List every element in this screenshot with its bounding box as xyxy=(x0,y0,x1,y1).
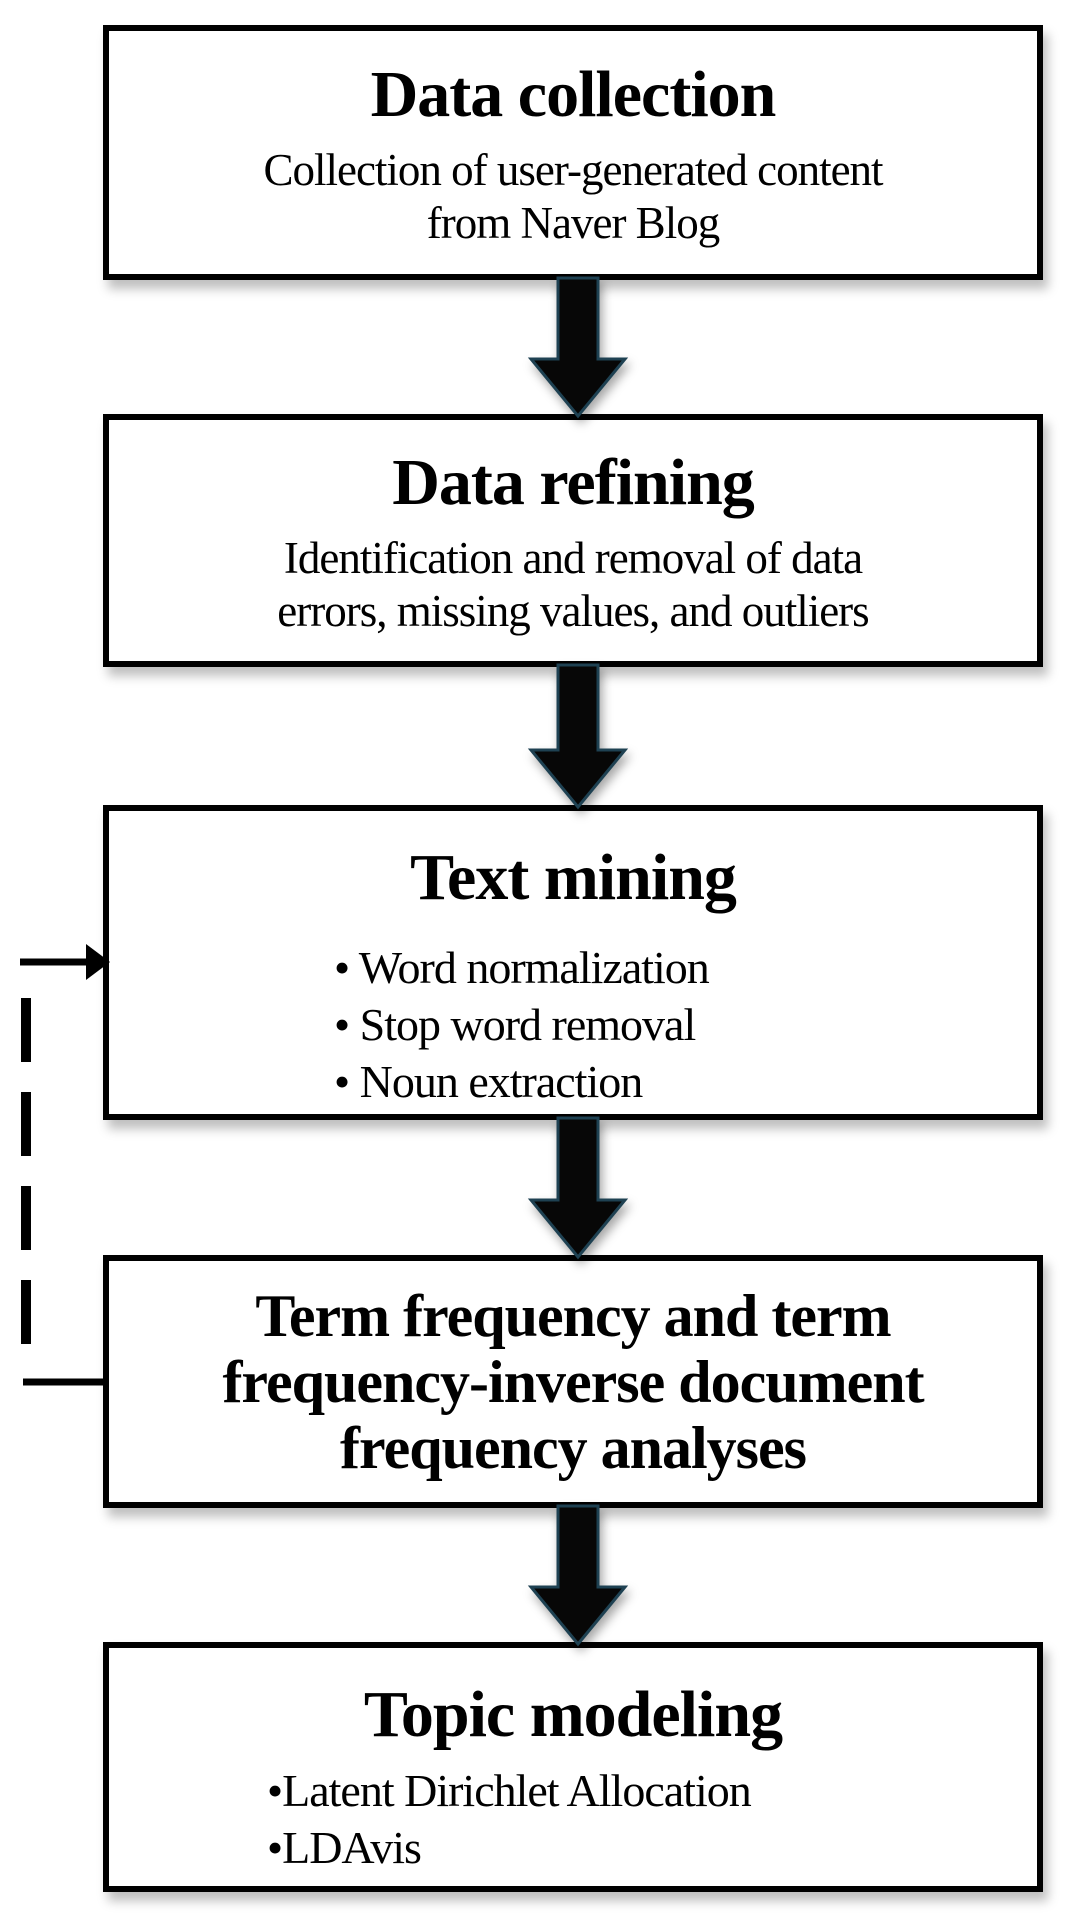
step-topic-modeling-title: Topic modeling xyxy=(363,1678,783,1751)
topic-modeling-bullet-list: •Latent Dirichlet Allocation •LDAvis xyxy=(267,1762,752,1876)
text-mining-bullet-list: • Word normalization • Stop word removal… xyxy=(334,939,710,1110)
down-arrow-connector-1 xyxy=(527,276,629,419)
feedback-loop xyxy=(20,944,110,1386)
step-data-refining-line-1: Identification and removal of data xyxy=(283,532,863,583)
step-box-data-collection: Data collection Collection of user-gener… xyxy=(103,25,1043,280)
text-mining-bullet-3: • Noun extraction xyxy=(334,1056,643,1107)
text-mining-bullet-2: • Stop word removal xyxy=(334,999,696,1050)
topic-modeling-bullet-1: •Latent Dirichlet Allocation xyxy=(267,1765,752,1816)
step-box-topic-modeling: Topic modeling •Latent Dirichlet Allocat… xyxy=(103,1642,1043,1892)
step-data-collection-title: Data collection xyxy=(370,57,777,131)
tf-idf-line-2: frequency-inverse document xyxy=(222,1348,924,1415)
step-data-refining-title: Data refining xyxy=(392,445,755,519)
step-box-text-mining: Text mining • Word normalization • Stop … xyxy=(103,805,1043,1120)
step-data-collection-line-2: from Naver Blog xyxy=(426,197,720,248)
down-arrow-connector-3 xyxy=(527,1116,629,1260)
tf-idf-line-3: frequency analyses xyxy=(340,1414,807,1481)
text-mining-bullet-1: • Word normalization xyxy=(334,942,710,993)
step-box-data-refining: Data refining Identification and removal… xyxy=(103,414,1043,667)
down-arrow-connector-4 xyxy=(527,1504,629,1647)
step-data-refining-line-2: errors, missing values, and outliers xyxy=(277,585,869,636)
step-text-mining-title: Text mining xyxy=(410,841,737,914)
step-data-collection-line-1: Collection of user-generated content xyxy=(263,144,883,195)
tf-idf-line-1: Term frequency and term xyxy=(255,1282,891,1349)
step-box-tf-idf-analyses: Term frequency and term frequency-invers… xyxy=(103,1255,1043,1508)
topic-modeling-bullet-2: •LDAvis xyxy=(267,1822,422,1873)
down-arrow-connector-2 xyxy=(527,663,629,810)
